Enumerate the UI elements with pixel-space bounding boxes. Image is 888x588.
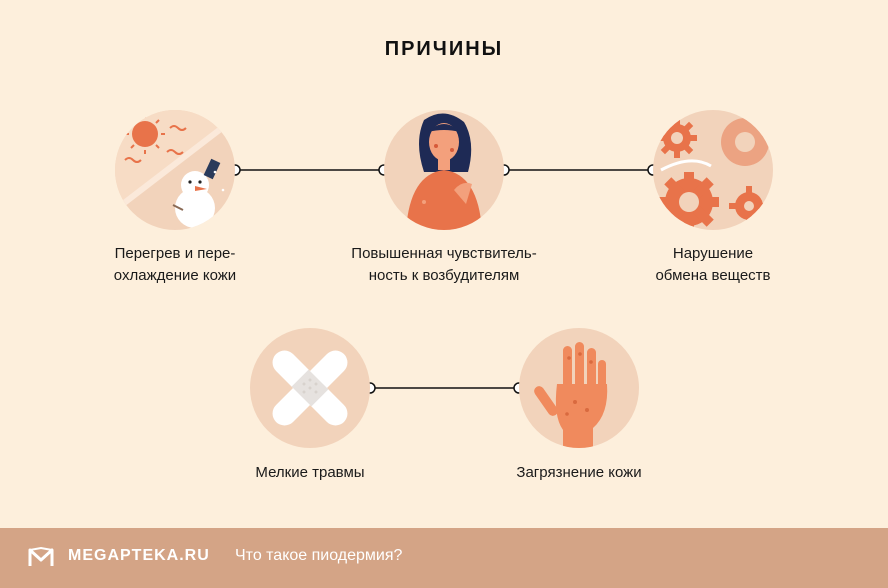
cause-label-metabolism: Нарушение обмена веществ — [655, 245, 771, 284]
cause-label-overheating: Перегрев и пере- охлаждение кожи — [113, 245, 237, 284]
sun-snowman-icon — [115, 110, 235, 228]
cause-label-sensitivity: Повышенная чувствитель- ность к возбудит… — [351, 245, 537, 284]
footer-bar: MEGAPTEKA.RU Что такое пиодермия? — [0, 528, 888, 588]
cause-circle-metabolism — [653, 110, 773, 230]
cause-label-dirt: Загрязнение кожи — [516, 464, 642, 481]
woman-icon — [406, 113, 482, 230]
cause-circle-overheating — [115, 110, 235, 230]
page-title: ПРИЧИНЫ — [384, 38, 504, 60]
footer-subtitle: Что такое пиодермия? — [235, 547, 403, 564]
megapteka-logo-icon — [28, 546, 54, 566]
gears-icon — [657, 118, 769, 230]
brand-name[interactable]: MEGAPTEKA.RU — [68, 547, 210, 564]
cause-circle-injuries — [250, 328, 370, 448]
bandage-icon — [272, 350, 348, 426]
hand-icon — [534, 342, 608, 448]
cause-circle-dirt — [519, 328, 639, 448]
cause-circle-sensitivity — [384, 110, 504, 230]
cause-label-injuries: Мелкие травмы — [255, 464, 365, 481]
